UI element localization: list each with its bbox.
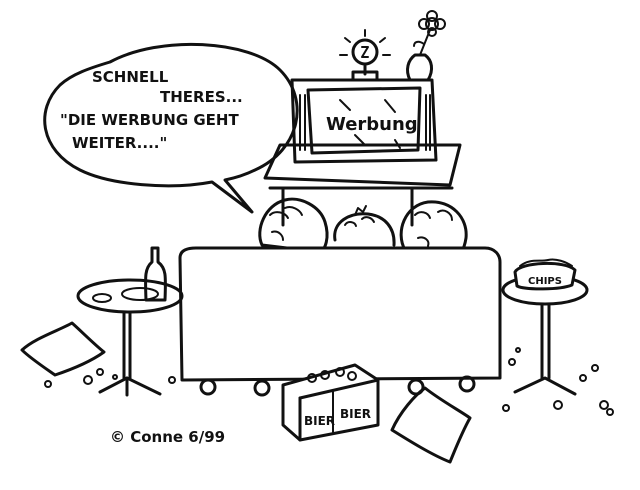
couch: [178, 246, 502, 397]
left-side-table: [76, 278, 184, 397]
crate-label-left: BIER: [304, 414, 335, 428]
floor-debris: [44, 347, 614, 416]
television: Werbung: [290, 78, 438, 164]
speech-line-1: SCHNELL: [92, 68, 169, 86]
beer-bottle: [144, 246, 167, 302]
signature-text: © Conne 6/99: [110, 428, 225, 446]
pillow-left: [20, 321, 106, 377]
signature: © Conne 6/99: [110, 428, 225, 446]
pillow-right: [390, 386, 472, 464]
chips-bowl: CHIPS: [513, 258, 577, 291]
crate-label-right: BIER: [340, 407, 371, 421]
viewers-heads: [258, 197, 468, 260]
tv-screen-text: Werbung: [326, 114, 418, 135]
speech-line-4: WEITER....": [72, 134, 167, 152]
tv-stand: [263, 143, 462, 227]
speech-line-2: THERES...: [160, 88, 243, 106]
chips-label: CHIPS: [528, 276, 562, 287]
speech-bubble: SCHNELL THERES... "DIE WERBUNG GEHT WEIT…: [43, 42, 299, 214]
lamp: [339, 29, 391, 82]
beer-crate: BIER BIER: [281, 363, 380, 442]
speech-line-3: "DIE WERBUNG GEHT: [60, 111, 239, 129]
right-side-table: [501, 274, 589, 396]
flower-vase: [406, 10, 446, 82]
